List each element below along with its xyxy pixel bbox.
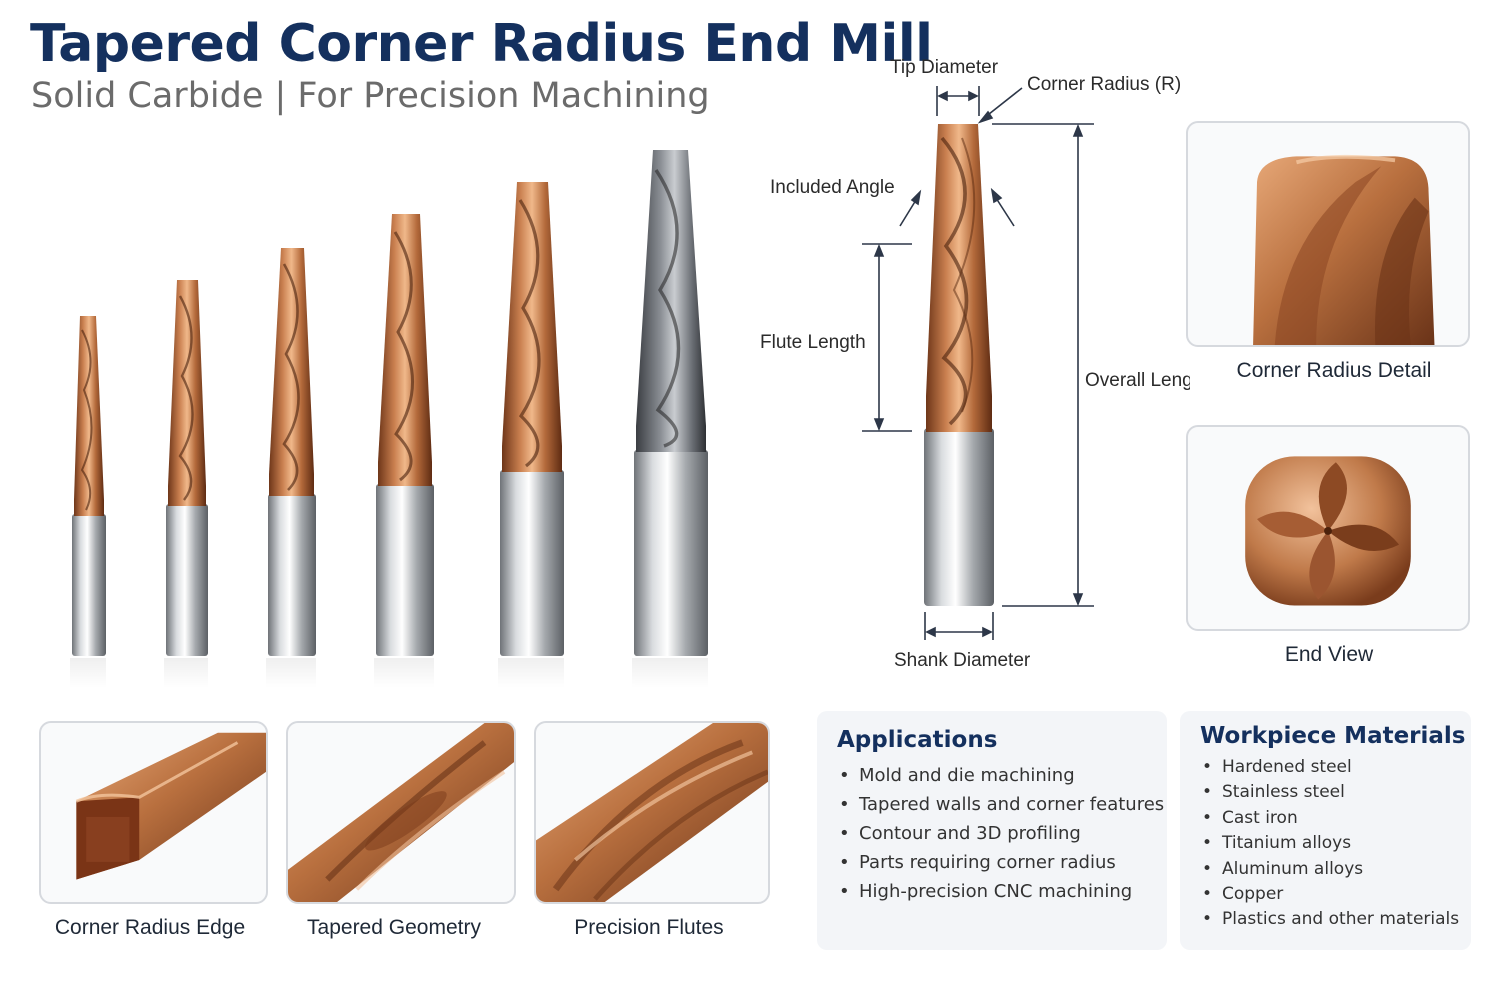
end-mill-1 (72, 316, 106, 656)
end-mill-3 (268, 248, 316, 656)
list-item: Cast iron (1200, 808, 1451, 833)
included-angle-arrows (899, 187, 1015, 227)
flute-length-dimension (862, 243, 912, 432)
shank-diameter-dimension (924, 612, 994, 640)
end-mill-4 (376, 214, 434, 656)
corner-radius-edge-image (39, 721, 268, 904)
overall-length-label: Overall Length (1085, 370, 1190, 391)
tip-diameter-label: Tip Diameter (890, 57, 999, 78)
list-item: Parts requiring corner radius (837, 852, 1147, 881)
tapered-geometry-image (286, 721, 516, 904)
workpiece-materials-heading: Workpiece Materials (1200, 723, 1466, 749)
included-angle-label: Included Angle (770, 177, 895, 198)
tip-diameter-dimension (936, 86, 980, 116)
dimension-diagram: Tip Diameter Corner Radius (R) Included … (760, 57, 1190, 671)
flute-length-label: Flute Length (760, 332, 866, 353)
page-title: Tapered Corner Radius End Mill (30, 14, 933, 74)
applications-list: Mold and die machining Tapered walls and… (837, 765, 1164, 910)
corner-radius-edge-caption: Corner Radius Edge (54, 916, 246, 939)
overall-length-dimension (992, 123, 1094, 607)
tapered-geometry-caption: Tapered Geometry (307, 916, 481, 939)
corner-radius-label: Corner Radius (R) (1027, 74, 1181, 95)
list-item: Aluminum alloys (1200, 859, 1451, 884)
end-view-image (1186, 425, 1470, 631)
applications-panel: Applications Mold and die machining Tape… (817, 711, 1167, 950)
applications-heading: Applications (837, 727, 998, 753)
list-item: Mold and die machining (837, 765, 1147, 794)
list-item: High-precision CNC machining (837, 881, 1147, 910)
list-item: Hardened steel (1200, 757, 1451, 782)
shank-diameter-label: Shank Diameter (894, 650, 1031, 671)
corner-radius-pointer (977, 87, 1023, 124)
end-mill-6-uncoated (634, 150, 708, 656)
list-item: Plastics and other materials (1200, 909, 1459, 934)
list-item: Titanium alloys (1200, 833, 1451, 858)
end-mill-5 (500, 182, 564, 656)
list-item: Copper (1200, 884, 1451, 909)
corner-radius-detail-image (1186, 121, 1470, 347)
end-view-caption: End View (1284, 643, 1374, 666)
product-lineup (70, 150, 708, 688)
precision-flutes-caption: Precision Flutes (574, 916, 724, 939)
workpiece-materials-list: Hardened steel Stainless steel Cast iron… (1200, 757, 1459, 935)
list-item: Contour and 3D profiling (837, 823, 1147, 852)
corner-radius-detail-caption: Corner Radius Detail (1236, 359, 1432, 382)
list-item: Stainless steel (1200, 782, 1451, 807)
end-mill-2 (166, 280, 208, 656)
workpiece-materials-panel: Workpiece Materials Hardened steel Stain… (1180, 711, 1471, 950)
page-subtitle: Solid Carbide | For Precision Machining (31, 76, 710, 116)
diagram-end-mill (924, 124, 994, 606)
precision-flutes-image (534, 721, 770, 904)
list-item: Tapered walls and corner features (837, 794, 1164, 823)
